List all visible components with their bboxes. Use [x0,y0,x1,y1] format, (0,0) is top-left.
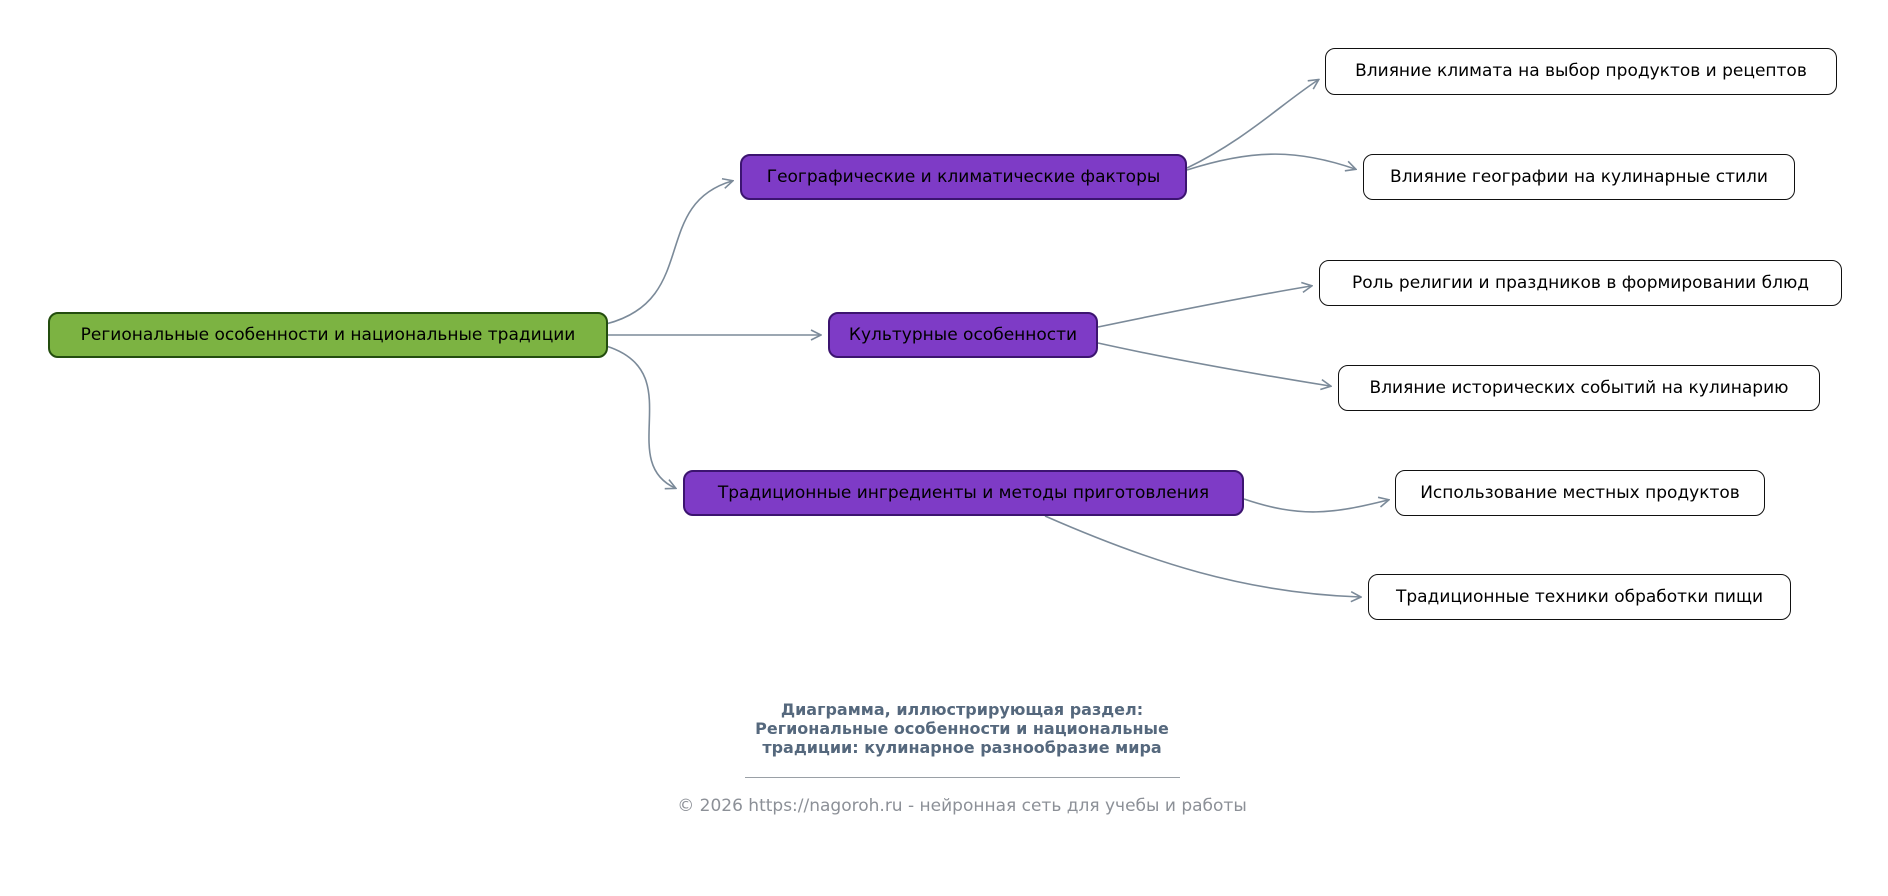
caption-line-2: Региональные особенности и национальные [755,719,1169,738]
edge-culture-to-religion [1097,286,1311,328]
copyright-text: © 2026 https://nagoroh.ru - нейронная се… [677,796,1247,816]
leaf-node-climate-influence: Влияние климата на выбор продуктов и рец… [1325,48,1837,95]
edge-root-to-geography [605,181,732,325]
caption-line-3: традиции: кулинарное разнообразие мира [762,738,1162,757]
leaf-node-food-techniques: Традиционные техники обработки пищи [1368,574,1791,620]
diagram-caption: Диаграмма, иллюстрирующая раздел: Регион… [662,700,1262,757]
edge-ingredients-to-local [1243,499,1388,513]
leaf-node-local-products: Использование местных продуктов [1395,470,1765,516]
caption-divider [745,777,1180,778]
edge-root-to-ingredients [605,345,675,488]
edge-geography-to-climate [1186,80,1318,169]
root-node: Региональные особенности и национальные … [48,312,608,358]
branch-node-geography: Географические и климатические факторы [740,154,1187,200]
leaf-node-historical-events: Влияние исторических событий на кулинари… [1338,365,1820,411]
edge-geography-to-styles [1186,153,1355,170]
leaf-node-geography-styles: Влияние географии на кулинарные стили [1363,154,1795,200]
leaf-node-religion-holidays: Роль религии и праздников в формировании… [1319,260,1842,306]
branch-node-ingredients: Традиционные ингредиенты и методы пригот… [683,470,1244,516]
edge-ingredients-to-techniques [1044,515,1360,597]
caption-line-1: Диаграмма, иллюстрирующая раздел: [780,700,1144,719]
branch-node-culture: Культурные особенности [828,312,1098,358]
edge-culture-to-history [1097,342,1330,386]
